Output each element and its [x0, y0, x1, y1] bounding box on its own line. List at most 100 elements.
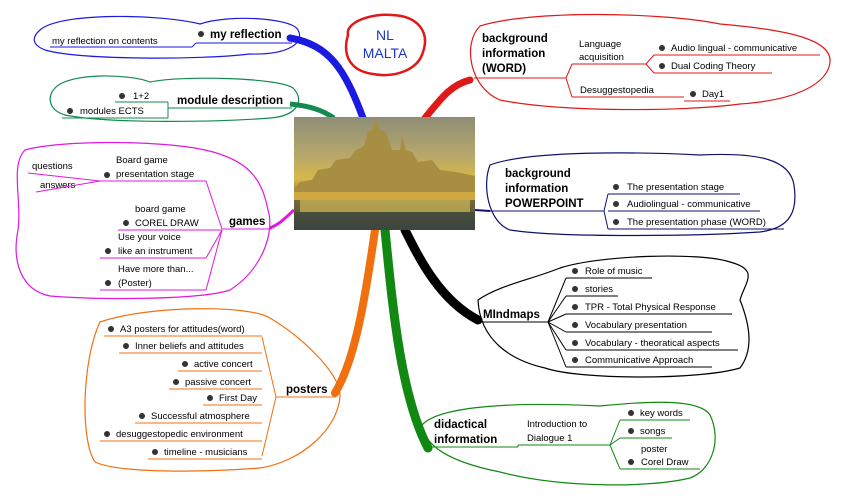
poster-item-5: First Day — [219, 393, 257, 404]
didactical-line1: didactical — [434, 419, 487, 431]
bullet-icon — [572, 322, 578, 328]
poster-item-4: passive concert — [185, 377, 251, 388]
word-line1: background — [482, 33, 548, 45]
mindmaps-label: MIndmaps — [483, 309, 540, 321]
posters-label: posters — [286, 384, 328, 396]
bullet-icon — [104, 431, 110, 437]
bullet-icon — [628, 410, 634, 416]
bullet-icon — [104, 172, 110, 178]
ppt-line1: background — [505, 168, 571, 180]
title-line2: MALTA — [363, 45, 408, 61]
bullet-icon — [119, 93, 125, 99]
branch-line-games — [269, 208, 295, 230]
games-bg-line1: Board game — [116, 155, 168, 166]
bullet-icon — [572, 268, 578, 274]
bullet-icon — [572, 286, 578, 292]
bullet-icon — [182, 361, 188, 367]
games-answers: answers — [40, 180, 76, 191]
poster-item-8: timeline - musicians — [164, 447, 248, 458]
bullet-icon — [152, 449, 158, 455]
ppt-item-1: The presentation stage — [627, 182, 724, 193]
bullet-icon — [105, 280, 111, 286]
bullet-icon — [108, 326, 114, 332]
poster-item-2: Inner beliefs and attitudes — [135, 341, 244, 352]
bullet-icon — [207, 395, 213, 401]
poster-item-3: active concert — [194, 359, 253, 370]
branch-background-word[interactable]: background information (WORD) Language a… — [469, 13, 831, 111]
didactical-item-1: key words — [640, 408, 683, 419]
games-corel-line2: COREL DRAW — [135, 218, 199, 229]
games-label: games — [229, 216, 265, 228]
poster-item-6: Successful atmosphere — [151, 411, 250, 422]
didactical-poster-line2: Corel Draw — [641, 457, 689, 468]
branch-line-didactical — [380, 225, 433, 453]
games-more-line2: (Poster) — [118, 278, 152, 289]
branch-my-reflection[interactable]: my reflection my reflection on contents — [33, 15, 301, 59]
ppt-item-2: Audiolingual - communicative — [627, 199, 751, 210]
mindmaps-item-1: Role of music — [585, 266, 643, 277]
lang-acq-line1: Language — [579, 39, 621, 50]
bullet-icon — [613, 184, 619, 190]
branch-line-module — [289, 101, 336, 121]
bullet-icon — [690, 91, 696, 97]
games-corel-line1: board game — [135, 204, 186, 215]
branch-background-powerpoint[interactable]: background information POWERPOINT The pr… — [486, 152, 796, 237]
mindmaps-item-4: Vocabulary presentation — [585, 320, 687, 331]
bullet-icon — [139, 413, 145, 419]
bullet-icon — [613, 201, 619, 207]
branch-games[interactable]: games Board game presentation stage ques… — [15, 141, 272, 300]
games-voice-line1: Use your voice — [118, 232, 181, 243]
bullet-icon — [659, 45, 665, 51]
branch-line-word — [421, 76, 474, 122]
bullet-icon — [67, 108, 73, 114]
branch-line-powerpoint — [474, 209, 491, 212]
ppt-item-3: The presentation phase (WORD) — [627, 217, 766, 228]
lang-acq-item-2: Dual Coding Theory — [671, 61, 756, 72]
title-bubble: NL MALTA — [344, 13, 427, 77]
branch-posters[interactable]: posters A3 posters for attitudes(word) I… — [84, 308, 341, 472]
title-line1: NL — [376, 27, 394, 43]
games-voice-line2: like an instrument — [118, 246, 193, 257]
bullet-icon — [123, 220, 129, 226]
bullet-icon — [198, 31, 204, 37]
module-item-2: modules ECTS — [80, 106, 144, 117]
bullet-icon — [105, 248, 111, 254]
bullet-icon — [572, 357, 578, 363]
branch-line-reflection — [286, 34, 367, 122]
my-reflection-item: my reflection on contents — [52, 36, 158, 47]
branch-didactical[interactable]: didactical information Introduction to D… — [421, 401, 716, 486]
didactical-line2: information — [434, 434, 497, 446]
poster-item-7: desuggestopedic environment — [116, 429, 243, 440]
lang-acq-item-1: Audio lingual - communicative — [671, 43, 797, 54]
branch-mindmaps[interactable]: MIndmaps Role of music stories TPR - Tot… — [476, 255, 750, 378]
branch-module-description[interactable]: module description 1+2 modules ECTS — [49, 75, 300, 122]
module-description-label: module description — [177, 95, 283, 107]
mindmaps-item-2: stories — [585, 284, 613, 295]
bullet-icon — [173, 379, 179, 385]
central-image — [294, 117, 475, 230]
module-item-1: 1+2 — [133, 91, 149, 102]
poster-item-1: A3 posters for attitudes(word) — [120, 324, 245, 335]
lang-acq-line2: acquisition — [579, 52, 624, 63]
bullet-icon — [572, 304, 578, 310]
intro-line2: Dialogue 1 — [527, 433, 572, 444]
bullet-icon — [628, 459, 634, 465]
ppt-line2: information — [505, 183, 568, 195]
mindmaps-item-6: Communicative Approach — [585, 355, 693, 366]
bullet-icon — [628, 428, 634, 434]
word-line3: (WORD) — [482, 63, 526, 75]
mindmaps-item-5: Vocabulary - theoratical aspects — [585, 338, 720, 349]
games-more-line1: Have more than... — [118, 264, 194, 275]
didactical-poster-line1: poster — [641, 444, 667, 455]
desuggestopedia-label: Desuggestopedia — [580, 85, 655, 96]
bullet-icon — [123, 343, 129, 349]
mindmaps-item-3: TPR - Total Physical Response — [585, 302, 716, 313]
main-branches — [269, 34, 491, 453]
desuggestopedia-item: Day1 — [702, 89, 724, 100]
games-bg-line2: presentation stage — [116, 169, 194, 180]
branch-line-posters — [331, 226, 379, 397]
intro-line1: Introduction to — [527, 419, 587, 430]
ppt-line3: POWERPOINT — [505, 198, 584, 210]
branch-line-mindmaps — [400, 225, 483, 325]
